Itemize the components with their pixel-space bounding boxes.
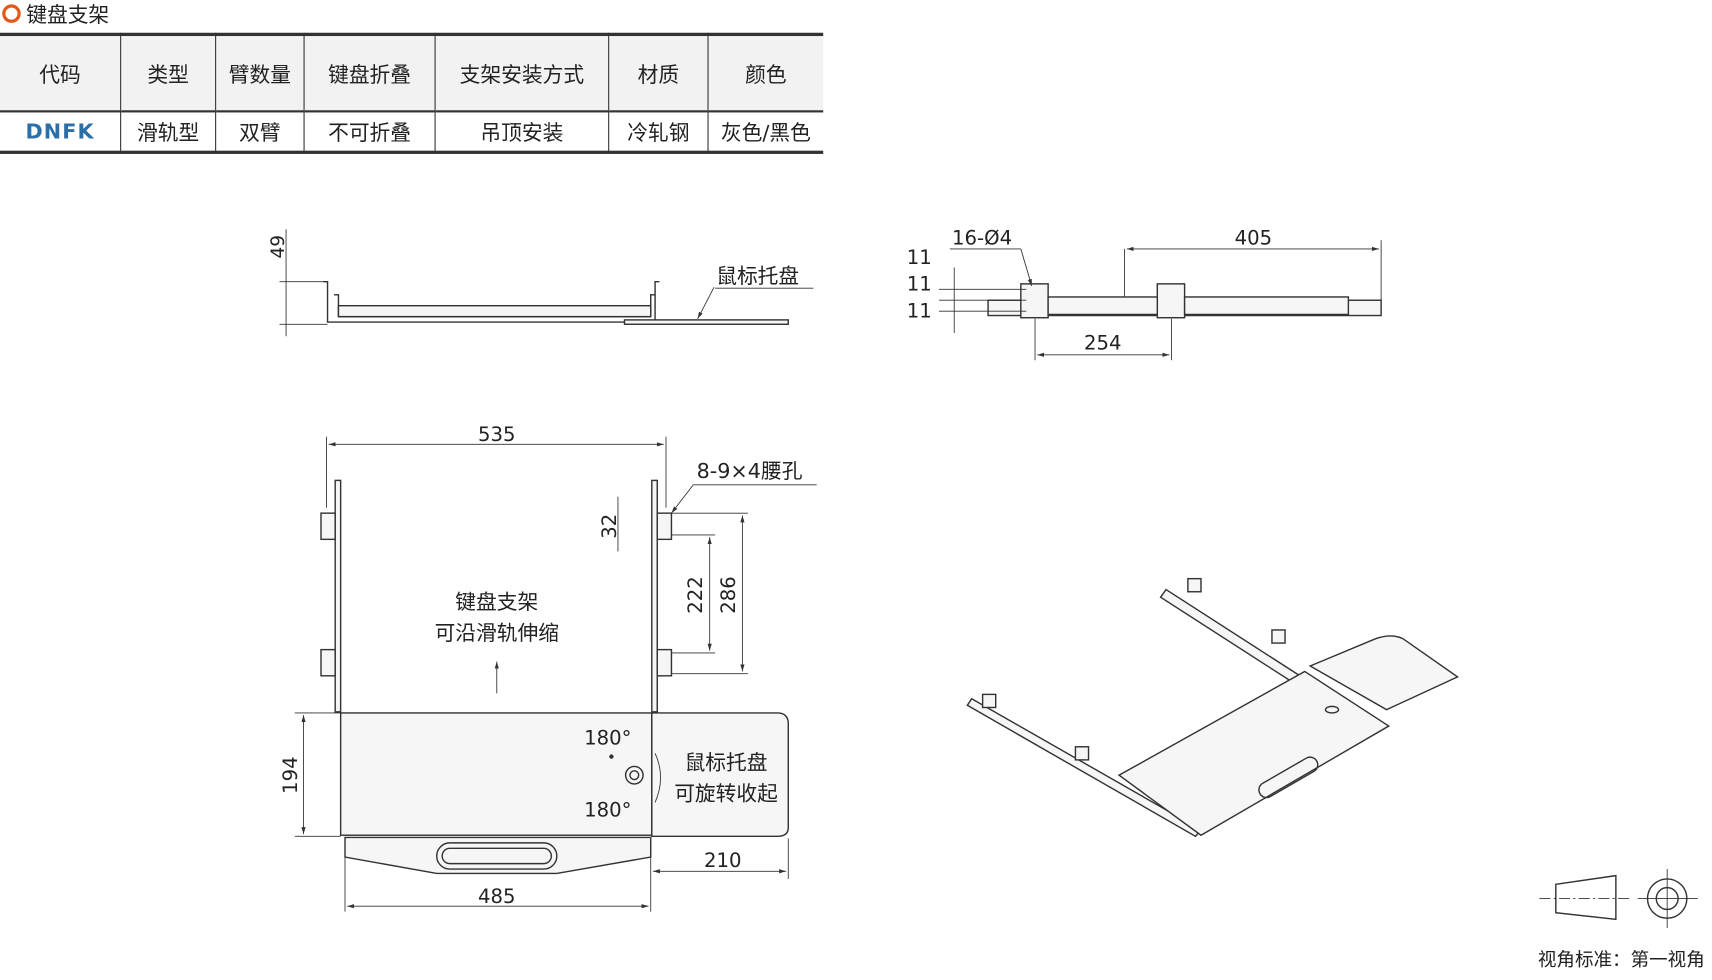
section-title-text: 键盘支架 bbox=[26, 2, 110, 27]
dim-254: 254 bbox=[1084, 331, 1122, 354]
table-row: DNFK 滑轨型 双臂 不可折叠 吊顶安装 冷轧钢 灰色/黑色 bbox=[0, 111, 823, 153]
dim-222: 222 bbox=[684, 576, 707, 613]
cell-mount: 吊顶安装 bbox=[435, 111, 610, 153]
dim-32: 32 bbox=[598, 514, 621, 539]
cell-type: 滑轨型 bbox=[120, 111, 217, 153]
note-line-2: 可沿滑轨伸缩 bbox=[435, 621, 559, 645]
header-mount: 支架安装方式 bbox=[435, 34, 610, 113]
header-type: 类型 bbox=[120, 34, 217, 113]
spec-table: 代码 类型 臂数量 键盘折叠 支架安装方式 材质 颜色 DNFK 滑轨型 双臂 … bbox=[0, 32, 824, 154]
pitch-2: 11 bbox=[907, 272, 932, 295]
tray-note-1: 鼠标托盘 bbox=[685, 751, 768, 775]
rail-view: 405 254 16-Ø4 11 11 11 bbox=[907, 227, 1382, 361]
note-line-1: 键盘支架 bbox=[455, 590, 538, 614]
dim-194: 194 bbox=[279, 756, 302, 794]
header-code: 代码 bbox=[0, 34, 122, 113]
cell-color: 灰色/黑色 bbox=[720, 121, 811, 146]
mouse-tray-callout: 鼠标托盘 bbox=[716, 264, 799, 288]
angle-top: 180° bbox=[584, 727, 631, 750]
dim-210: 210 bbox=[704, 849, 741, 872]
section-title: 键盘支架 bbox=[2, 0, 110, 27]
tray-note-2: 可旋转收起 bbox=[674, 781, 778, 805]
dim-286: 286 bbox=[717, 576, 740, 613]
cell-arms: 双臂 bbox=[215, 111, 305, 153]
header-material: 材质 bbox=[608, 34, 709, 113]
hole-callout: 16-Ø4 bbox=[952, 227, 1012, 250]
header-color: 颜色 bbox=[708, 34, 824, 113]
cell-material: 冷轧钢 bbox=[608, 111, 709, 153]
first-angle-projection-symbol: 视角标准：第一视角 bbox=[1538, 869, 1705, 971]
dim-535: 535 bbox=[478, 423, 515, 446]
pitch-1: 11 bbox=[907, 246, 932, 269]
dim-485: 485 bbox=[478, 885, 515, 908]
side-view: 49 鼠标托盘 bbox=[268, 229, 814, 337]
dim-405: 405 bbox=[1235, 227, 1273, 250]
isometric-view bbox=[966, 577, 1459, 838]
dim-49: 49 bbox=[268, 235, 289, 259]
cell-code: DNFK bbox=[0, 111, 122, 153]
cell-fold: 不可折叠 bbox=[304, 111, 436, 153]
header-fold: 键盘折叠 bbox=[304, 34, 436, 113]
angle-bottom: 180° bbox=[584, 799, 631, 822]
header-arms: 臂数量 bbox=[215, 34, 305, 113]
circle-bullet-icon bbox=[2, 3, 21, 23]
table-header-row: 代码 类型 臂数量 键盘折叠 支架安装方式 材质 颜色 bbox=[0, 34, 824, 113]
pitch-3: 11 bbox=[907, 300, 932, 323]
projection-label: 视角标准：第一视角 bbox=[1538, 950, 1705, 971]
front-view: 535 222 286 32 8-9×4腰孔 键盘支架 可沿滑轨伸缩 bbox=[279, 423, 817, 912]
slot-callout: 8-9×4腰孔 bbox=[697, 459, 803, 483]
